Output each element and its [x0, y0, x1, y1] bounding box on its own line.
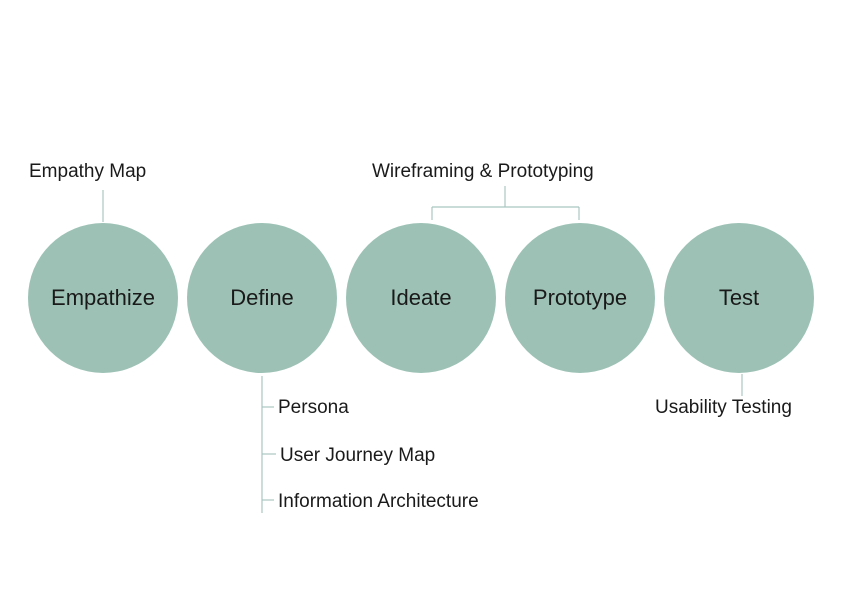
label-wireframing-prototyping: Wireframing & Prototyping — [372, 161, 594, 182]
stage-label: Empathize — [51, 285, 155, 310]
stage-test: Test — [664, 223, 814, 373]
label-persona: Persona — [278, 397, 349, 418]
stage-label: Define — [230, 285, 294, 310]
label-user-journey-map: User Journey Map — [280, 445, 436, 466]
stage-label: Prototype — [532, 285, 628, 310]
label-usability-testing: Usability Testing — [655, 397, 792, 418]
stage-define: Define — [187, 223, 337, 373]
stage-label: Test — [718, 285, 760, 310]
stage-empathize: Empathize — [28, 223, 178, 373]
stage-ideate: Ideate — [346, 223, 496, 373]
stage-label: Ideate — [390, 285, 452, 310]
stage-prototype: Prototype — [505, 223, 655, 373]
label-empathy-map: Empathy Map — [29, 161, 147, 182]
label-information-architecture: Information Architecture — [278, 491, 479, 512]
